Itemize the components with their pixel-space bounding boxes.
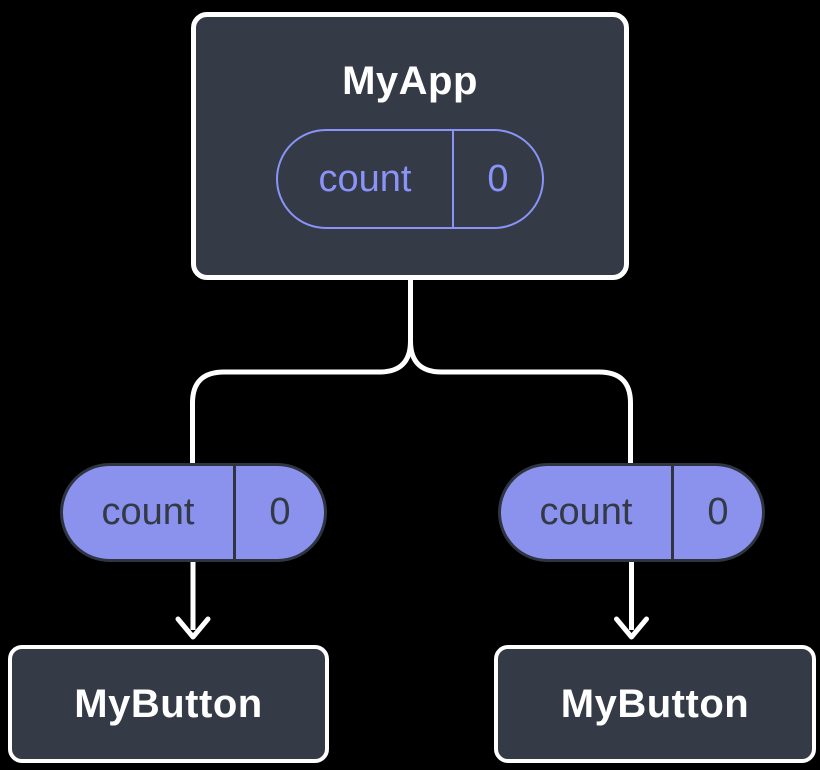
node-mybutton-left-title: MyButton <box>74 681 263 726</box>
state-pill-key: count <box>278 131 454 227</box>
prop-pill-right-value: 0 <box>707 491 729 533</box>
prop-pill-right-key: count <box>501 466 674 559</box>
node-mybutton-left: MyButton <box>8 645 329 763</box>
state-pill-count: count 0 <box>276 129 544 229</box>
node-mybutton-right: MyButton <box>494 645 816 763</box>
arrow-left-head-icon <box>175 616 211 640</box>
prop-pill-left-key: count <box>63 466 236 559</box>
state-pill-value: 0 <box>487 157 509 200</box>
node-mybutton-right-title: MyButton <box>560 681 750 726</box>
prop-pill-left: count 0 <box>60 463 327 562</box>
node-myapp: MyApp count 0 <box>191 12 629 280</box>
prop-pill-left-value: 0 <box>269 491 291 533</box>
branch-connector-right <box>408 340 633 466</box>
arrow-right-head-icon <box>614 616 649 640</box>
prop-pill-right: count 0 <box>498 463 765 562</box>
node-myapp-title: MyApp <box>342 59 478 103</box>
branch-connector-left <box>190 274 413 466</box>
